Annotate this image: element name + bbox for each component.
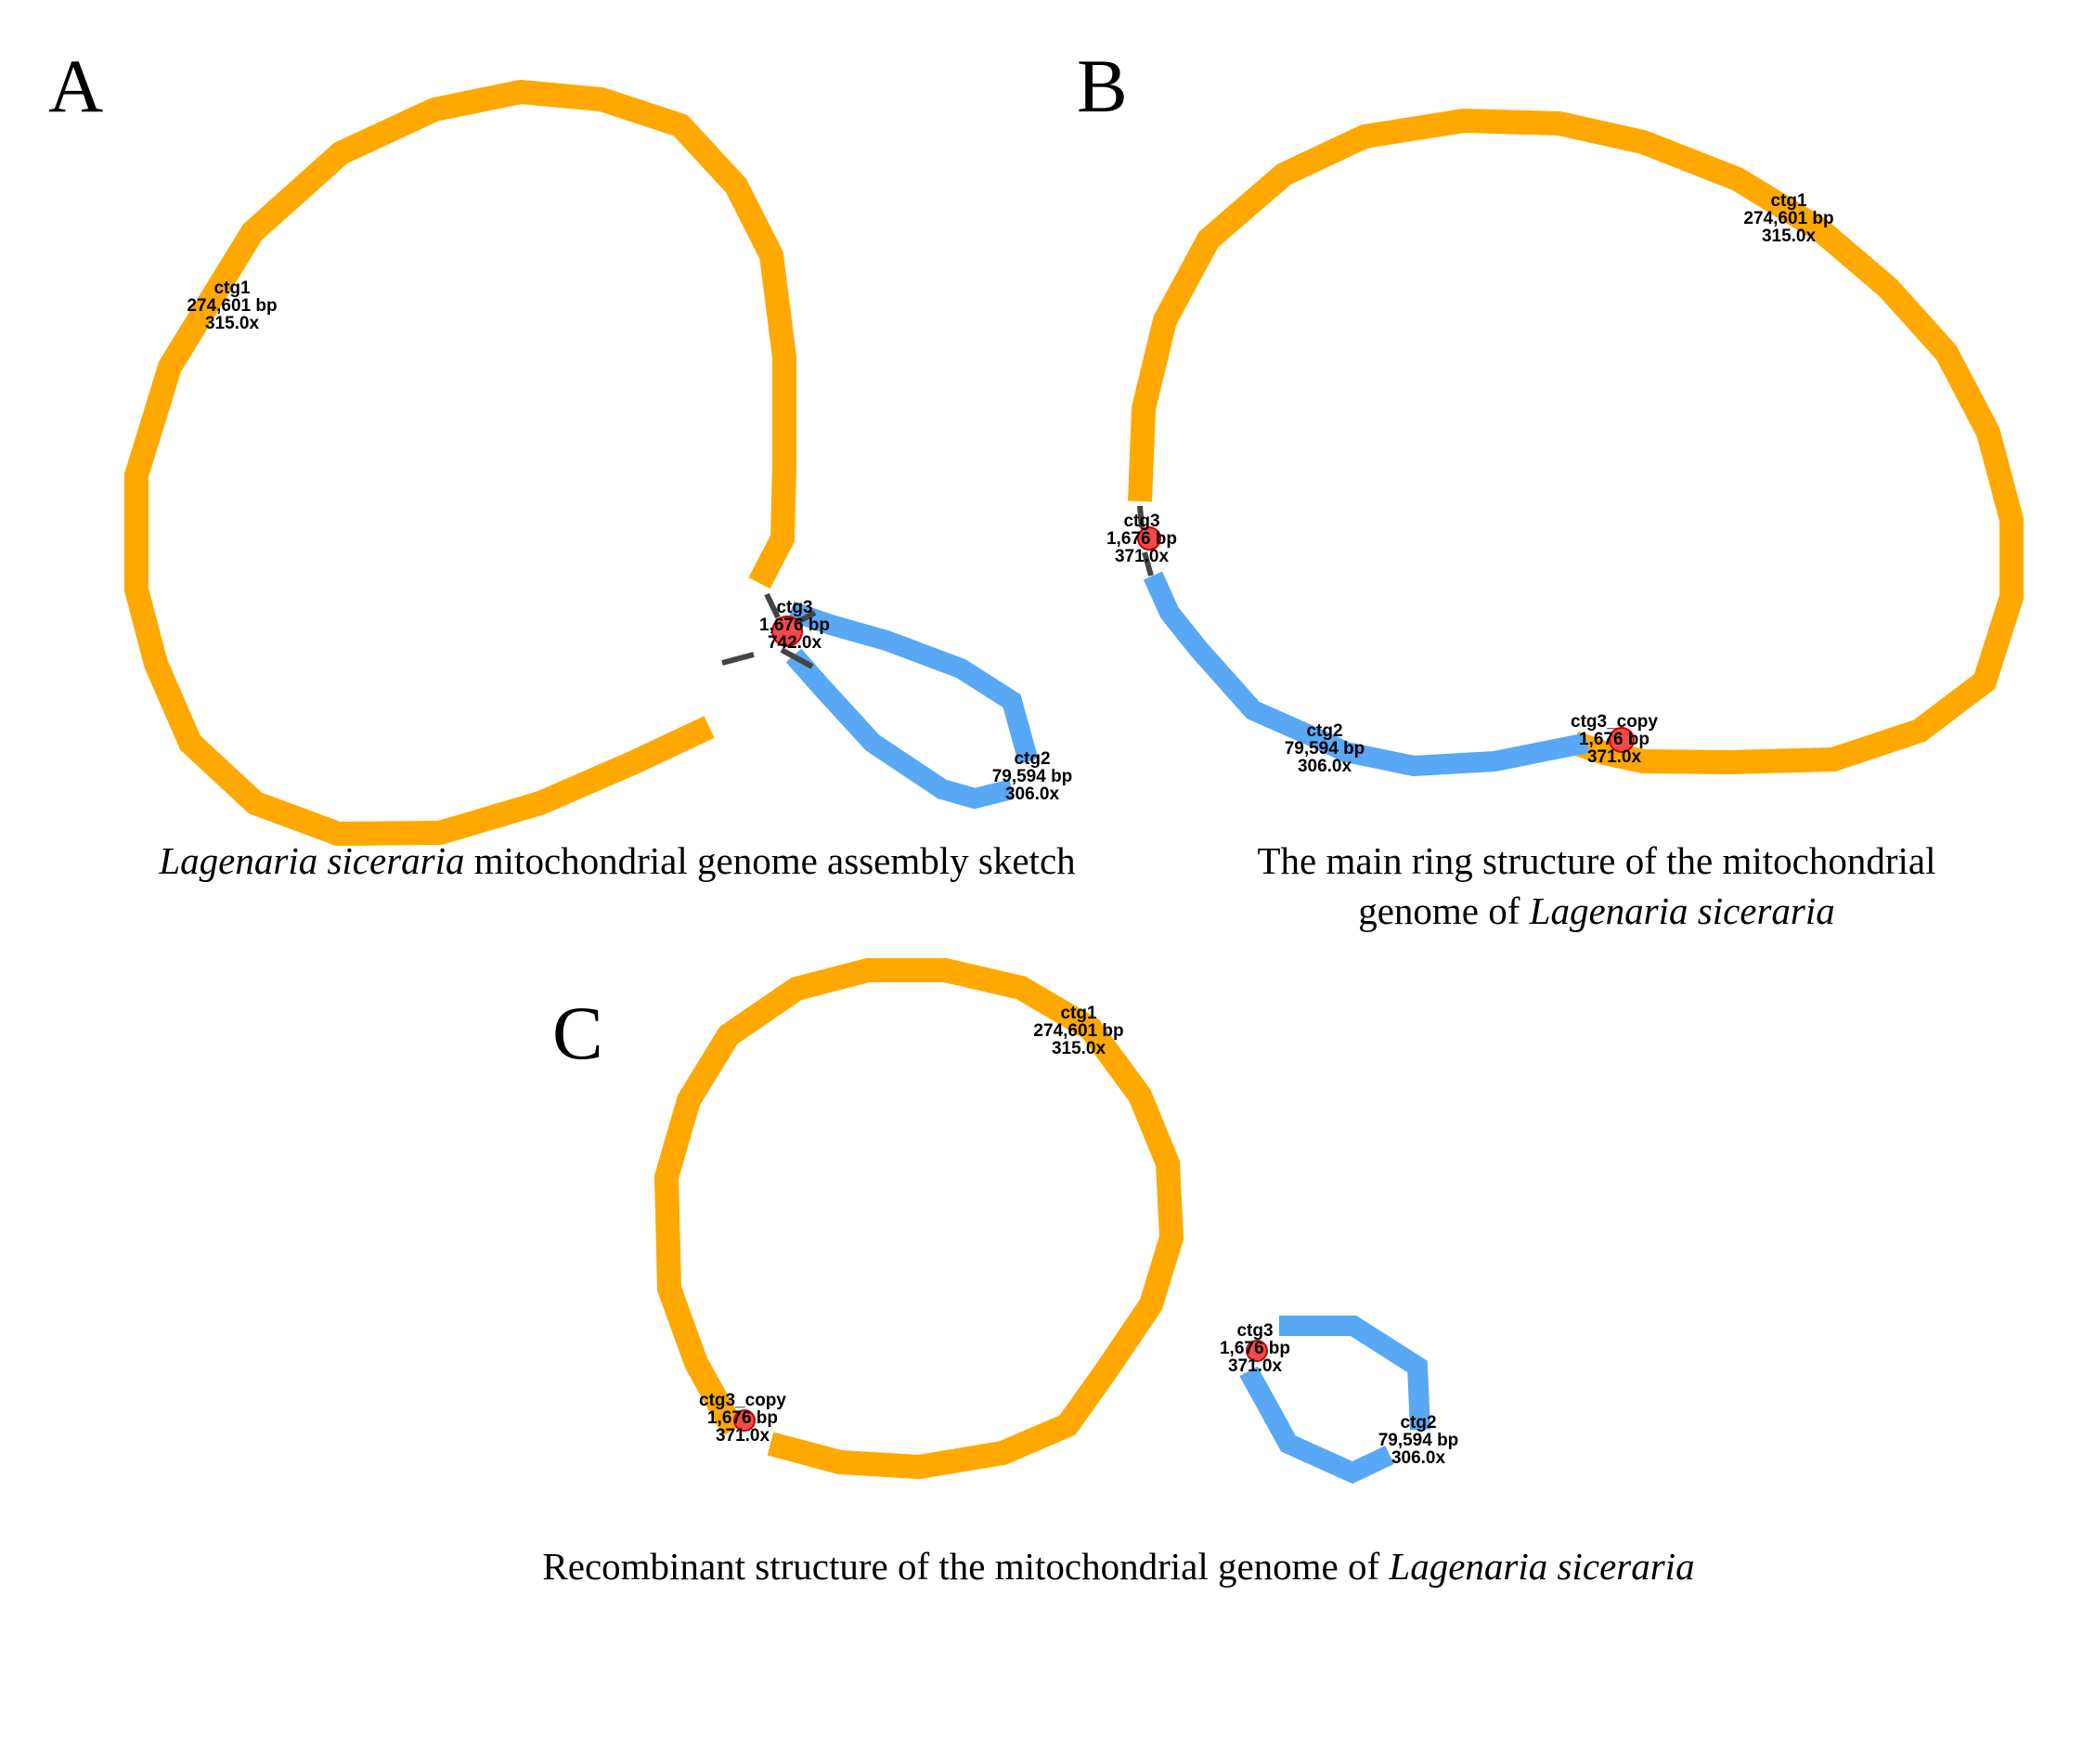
svg-text:371.0x: 371.0x — [716, 1426, 770, 1446]
panel-b-ctg3-node — [1137, 526, 1161, 551]
panel-a-link — [764, 592, 781, 619]
svg-text:ctg1: ctg1 — [213, 279, 251, 298]
svg-text:306.0x: 306.0x — [1298, 757, 1352, 776]
panel-b-ctg1-label: ctg1 274,601 bp 315.0x — [1743, 191, 1833, 246]
panel-b-ctg3-copy-node — [1609, 727, 1635, 753]
panel-c-ctg3-node — [1246, 1340, 1268, 1362]
svg-text:274,601 bp: 274,601 bp — [187, 296, 277, 316]
panel-a-letter: A — [48, 44, 103, 128]
panel-a: A ctg1 274,601 bp 315.0x ctg3 1,676 bp 7… — [48, 44, 1073, 847]
svg-text:371.0x: 371.0x — [1115, 547, 1170, 566]
svg-text:ctg1: ctg1 — [1770, 191, 1807, 211]
svg-text:306.0x: 306.0x — [1005, 785, 1060, 804]
panel-a-link — [780, 647, 814, 669]
panel-b: B ctg1 274,601 bp 315.0x ctg3 1,676 bp 3… — [1077, 44, 2024, 777]
svg-text:79,594 bp: 79,594 bp — [1285, 739, 1365, 759]
panel-b-link — [1137, 505, 1145, 528]
svg-text:1,676 bp: 1,676 bp — [759, 616, 830, 635]
svg-text:ctg1: ctg1 — [1060, 1004, 1097, 1023]
svg-text:ctg3_copy: ctg3_copy — [1571, 712, 1658, 732]
svg-text:371.0x: 371.0x — [1228, 1356, 1283, 1376]
svg-text:315.0x: 315.0x — [205, 314, 260, 333]
panel-b-ctg1-segment — [1128, 108, 2024, 775]
panel-a-ctg3-label: ctg3 1,676 bp 742.0x — [759, 598, 830, 653]
svg-text:1,676 bp: 1,676 bp — [1220, 1339, 1290, 1358]
svg-text:742.0x: 742.0x — [768, 633, 822, 653]
panel-c-caption-text: Recombinant structure of the mitochondri… — [542, 1545, 1390, 1588]
panel-c: C ctg1 274,601 bp 315.0x ctg3_copy 1,676… — [552, 958, 1459, 1485]
svg-text:315.0x: 315.0x — [1052, 1039, 1106, 1058]
svg-text:ctg3: ctg3 — [1236, 1321, 1273, 1341]
panel-c-ctg2-label: ctg2 79,594 bp 306.0x — [1378, 1413, 1459, 1468]
panel-b-caption: The main ring structure of the mitochond… — [1179, 836, 2014, 936]
svg-text:1,676 bp: 1,676 bp — [1106, 529, 1177, 549]
panel-c-caption: Recombinant structure of the mitochondri… — [446, 1541, 1792, 1591]
svg-text:ctg3: ctg3 — [776, 598, 812, 617]
svg-text:306.0x: 306.0x — [1391, 1448, 1446, 1468]
panel-a-link — [721, 652, 755, 666]
panel-b-caption-line2-wrap: genome of Lagenaria siceraria — [1179, 886, 2014, 936]
panel-c-ctg2-lower-segment — [1239, 1366, 1394, 1485]
panel-b-letter: B — [1077, 44, 1128, 128]
panel-b-caption-line2: genome of — [1358, 889, 1530, 932]
panel-a-caption-species: Lagenaria siceraria — [159, 839, 465, 882]
panel-c-caption-species: Lagenaria siceraria — [1389, 1545, 1695, 1588]
panel-a-caption: Lagenaria siceraria mitochondrial genome… — [93, 836, 1142, 886]
svg-text:ctg3_copy: ctg3_copy — [699, 1391, 786, 1410]
svg-text:371.0x: 371.0x — [1587, 747, 1642, 767]
panel-a-caption-text: mitochondrial genome assembly sketch — [464, 839, 1076, 882]
panel-b-caption-line1: The main ring structure of the mitochond… — [1257, 839, 1936, 882]
svg-text:79,594 bp: 79,594 bp — [1378, 1431, 1459, 1450]
svg-text:1,676 bp: 1,676 bp — [707, 1408, 778, 1428]
panel-b-caption-species: Lagenaria siceraria — [1529, 889, 1835, 932]
panel-b-ctg3-label: ctg3 1,676 bp 371.0x — [1106, 512, 1177, 566]
svg-text:ctg3: ctg3 — [1123, 512, 1159, 531]
panel-b-ctg2-label: ctg2 79,594 bp 306.0x — [1285, 721, 1365, 776]
svg-text:ctg2: ctg2 — [1306, 721, 1342, 741]
panel-a-ctg1-segment — [124, 79, 796, 847]
panel-c-ctg3-copy-label: ctg3_copy 1,676 bp 371.0x — [699, 1391, 786, 1446]
svg-text:315.0x: 315.0x — [1762, 227, 1817, 246]
panel-c-letter: C — [552, 991, 603, 1075]
panel-c-ctg1-segment — [653, 958, 1184, 1480]
panel-c-ctg3-label: ctg3 1,676 bp 371.0x — [1220, 1321, 1290, 1376]
panel-c-ctg3-copy-node — [733, 1409, 756, 1432]
panel-a-ctg2-label: ctg2 79,594 bp 306.0x — [992, 749, 1073, 804]
svg-text:274,601 bp: 274,601 bp — [1743, 209, 1833, 228]
svg-text:ctg2: ctg2 — [1014, 749, 1050, 769]
svg-text:274,601 bp: 274,601 bp — [1033, 1021, 1123, 1041]
panel-a-ctg2-segment-upper — [787, 601, 1039, 764]
panel-b-link — [1142, 551, 1154, 577]
panel-b-ctg2-segment — [1143, 571, 1590, 777]
panel-a-ctg3-node — [771, 616, 803, 647]
svg-text:79,594 bp: 79,594 bp — [992, 767, 1073, 786]
panel-a-ctg1-label: ctg1 274,601 bp 315.0x — [187, 279, 277, 333]
panel-a-ctg2-segment-lower — [785, 648, 1015, 810]
panel-c-ctg2-upper-segment — [1279, 1316, 1430, 1431]
panel-c-ctg1-label: ctg1 274,601 bp 315.0x — [1033, 1004, 1123, 1058]
svg-text:ctg2: ctg2 — [1400, 1413, 1436, 1433]
panel-b-ctg3-copy-label: ctg3_copy 1,676 bp 371.0x — [1571, 712, 1658, 767]
svg-text:1,676 bp: 1,676 bp — [1579, 730, 1650, 749]
